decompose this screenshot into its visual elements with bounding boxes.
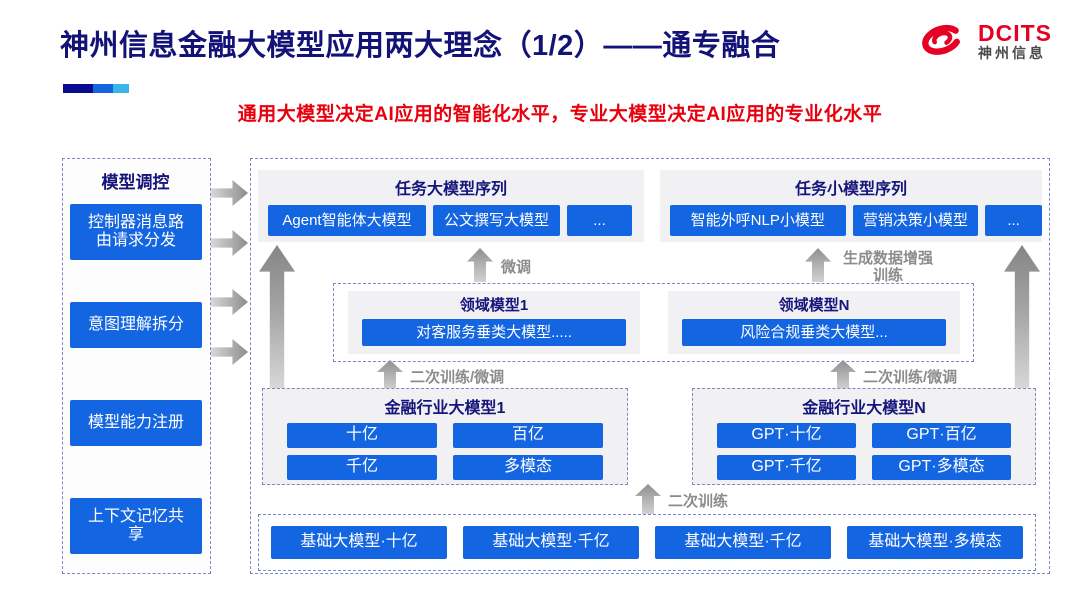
flow-arrow-right-3-icon bbox=[211, 289, 248, 315]
slide-subtitle: 通用大模型决定AI应用的智能化水平，专业大模型决定AI应用的专业化水平 bbox=[237, 104, 883, 125]
gpt-1b-box: GPT·十亿 bbox=[717, 423, 856, 448]
second-train-label: 二次训练 bbox=[668, 493, 729, 510]
main-frame bbox=[250, 158, 1050, 574]
page-title: 神州信息金融大模型应用两大理念（1/2）——通专融合 bbox=[60, 30, 781, 62]
task-small-more-box: ... bbox=[985, 205, 1043, 236]
scale-multimodal-box: 多模态 bbox=[453, 455, 603, 480]
fine-tune-label: 微调 bbox=[501, 259, 532, 276]
industry-model-n-group: 金融行业大模型N GPT·十亿 GPT·百亿 GPT·千亿 GPT·多模态 bbox=[692, 388, 1036, 485]
task-large-model-group: 任务大模型序列 Agent智能体大模型 公文撰写大模型 ... bbox=[258, 170, 644, 242]
sidebar-item-router: 控制器消息路由请求分发 bbox=[70, 204, 202, 260]
dcits-logo: DCITS 神州信息 bbox=[912, 18, 1052, 65]
logo-brand-cn: 神州信息 bbox=[978, 45, 1046, 62]
gpt-multimodal-box: GPT·多模态 bbox=[872, 455, 1011, 480]
sidebar-title: 模型调控 bbox=[101, 173, 170, 192]
gpt-10b-box: GPT·百亿 bbox=[872, 423, 1011, 448]
task-large-more-box: ... bbox=[567, 205, 632, 236]
domain-model-n-title: 领域模型N bbox=[778, 297, 850, 314]
nlp-callout-model-box: 智能外呼NLP小模型 bbox=[670, 205, 846, 236]
scale-10b-box: 百亿 bbox=[453, 423, 603, 448]
base-models-group: 基础大模型·十亿 基础大模型·千亿 基础大模型·千亿 基础大模型·多模态 bbox=[258, 514, 1036, 571]
customer-service-model-box: 对客服务垂类大模型..... bbox=[362, 319, 626, 346]
flow-arrow-right-4-icon bbox=[211, 339, 248, 365]
agent-large-model-box: Agent智能体大模型 bbox=[268, 205, 426, 236]
accent-bar-navy bbox=[63, 84, 93, 93]
domain-model-n-group: 领域模型N 风险合规垂类大模型... bbox=[668, 291, 960, 354]
accent-bar-cyan bbox=[113, 84, 129, 93]
sidebar-item-register: 模型能力注册 bbox=[70, 400, 202, 446]
sidebar-item-intent: 意图理解拆分 bbox=[70, 302, 202, 348]
domain-model-1-title: 领域模型1 bbox=[459, 297, 529, 314]
task-small-model-group: 任务小模型序列 智能外呼NLP小模型 营销决策小模型 ... bbox=[660, 170, 1043, 242]
domain-model-1-group: 领域模型1 对客服务垂类大模型..... bbox=[348, 291, 640, 354]
base-model-1b-box: 基础大模型·十亿 bbox=[271, 526, 447, 559]
second-train-ft-left-label: 二次训练/微调 bbox=[410, 369, 505, 386]
base-model-100b-a-box: 基础大模型·千亿 bbox=[463, 526, 639, 559]
gen-data-label: 生成数据增强训练 bbox=[842, 250, 933, 285]
accent-bar bbox=[63, 84, 129, 93]
task-small-title: 任务小模型序列 bbox=[794, 181, 907, 198]
logo-brand-text: DCITS bbox=[978, 20, 1052, 47]
doc-writing-model-box: 公文撰写大模型 bbox=[433, 205, 560, 236]
industry-model-1-title: 金融行业大模型1 bbox=[384, 400, 506, 417]
industry-model-1-group: 金融行业大模型1 十亿 百亿 千亿 多模态 bbox=[262, 388, 628, 485]
industry-model-n-title: 金融行业大模型N bbox=[802, 400, 926, 417]
sidebar-item-context: 上下文记忆共享 bbox=[70, 498, 202, 554]
flow-arrow-right-1-icon bbox=[211, 180, 248, 206]
accent-bar-blue bbox=[93, 84, 113, 93]
marketing-model-box: 营销决策小模型 bbox=[852, 205, 979, 236]
scale-1b-box: 十亿 bbox=[287, 423, 437, 448]
base-model-multimodal-box: 基础大模型·多模态 bbox=[847, 526, 1023, 559]
second-train-ft-right-label: 二次训练/微调 bbox=[863, 369, 958, 386]
flow-arrow-right-2-icon bbox=[211, 230, 248, 256]
scale-100b-box: 千亿 bbox=[287, 455, 437, 480]
base-model-100b-b-box: 基础大模型·千亿 bbox=[655, 526, 831, 559]
gpt-100b-box: GPT·千亿 bbox=[717, 455, 856, 480]
task-large-title: 任务大模型序列 bbox=[394, 181, 507, 198]
risk-compliance-model-box: 风险合规垂类大模型... bbox=[682, 319, 946, 346]
dcits-swirl-icon bbox=[912, 18, 970, 65]
